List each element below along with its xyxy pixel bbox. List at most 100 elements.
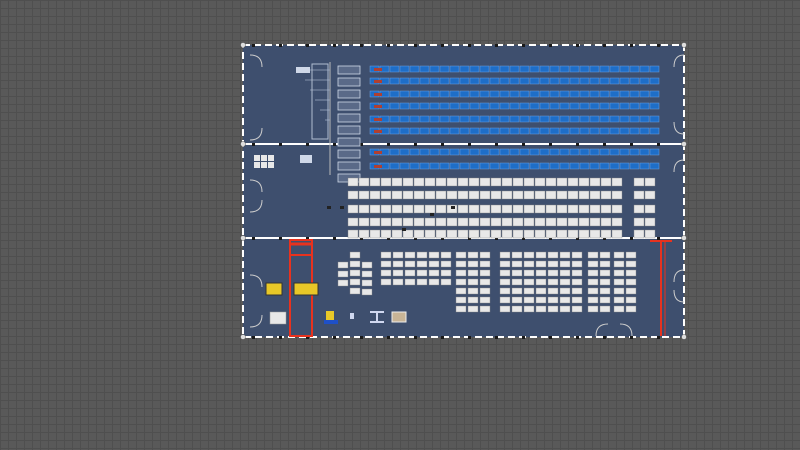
column-icon bbox=[252, 237, 255, 240]
storage-shelf-icon bbox=[479, 296, 491, 304]
selection-handle-icon[interactable] bbox=[240, 141, 246, 147]
rack-icon bbox=[509, 115, 520, 123]
storage-shelf-icon bbox=[446, 217, 458, 227]
column-icon bbox=[327, 206, 331, 209]
column-icon bbox=[306, 44, 309, 47]
storage-shelf-icon bbox=[391, 229, 403, 239]
storage-shelf-icon bbox=[625, 278, 637, 286]
storage-shelf-icon bbox=[369, 190, 381, 200]
selection-handle-icon[interactable] bbox=[240, 235, 246, 241]
storage-shelf-icon bbox=[361, 288, 373, 296]
rack-icon bbox=[509, 127, 520, 135]
storage-shelf-icon bbox=[413, 229, 425, 239]
selection-handle-icon[interactable] bbox=[240, 42, 246, 48]
storage-shelf-icon bbox=[571, 278, 583, 286]
storage-shelf-icon bbox=[413, 177, 425, 187]
rack-icon bbox=[629, 90, 640, 98]
selection-handle-icon[interactable] bbox=[681, 42, 687, 48]
column-icon bbox=[414, 143, 417, 146]
selection-handle-icon[interactable] bbox=[681, 235, 687, 241]
rack-icon bbox=[539, 102, 550, 110]
rack-icon bbox=[409, 77, 420, 85]
storage-shelf-icon bbox=[534, 229, 546, 239]
storage-shelf-icon bbox=[559, 251, 571, 259]
storage-shelf-icon bbox=[613, 251, 625, 259]
column-icon bbox=[657, 44, 660, 47]
storage-shelf-icon bbox=[512, 229, 524, 239]
storage-shelf-icon bbox=[578, 190, 590, 200]
selection-handle-icon[interactable] bbox=[240, 334, 246, 340]
storage-shelf-icon bbox=[599, 278, 611, 286]
storage-shelf-icon bbox=[479, 217, 491, 227]
storage-shelf-icon bbox=[428, 269, 440, 277]
rack-icon bbox=[559, 90, 570, 98]
rack-icon bbox=[399, 162, 410, 170]
selection-handle-icon[interactable] bbox=[681, 334, 687, 340]
storage-shelf-icon bbox=[296, 67, 310, 73]
storage-shelf-icon bbox=[511, 260, 523, 268]
storage-shelf-icon bbox=[511, 296, 523, 304]
storage-shelf-icon bbox=[535, 251, 547, 259]
storage-shelf-icon bbox=[567, 204, 579, 214]
rack-icon bbox=[449, 90, 460, 98]
storage-shelf-icon bbox=[535, 287, 547, 295]
rack-icon bbox=[649, 127, 660, 135]
rack-icon bbox=[499, 148, 510, 156]
rack-icon bbox=[529, 162, 540, 170]
rack-icon bbox=[499, 162, 510, 170]
storage-shelf-icon bbox=[361, 279, 373, 287]
rack-icon bbox=[599, 102, 610, 110]
storage-shelf-icon bbox=[424, 229, 436, 239]
storage-shelf-icon bbox=[545, 229, 557, 239]
selection-handle-icon[interactable] bbox=[681, 141, 687, 147]
rack-icon bbox=[639, 77, 650, 85]
column-icon bbox=[468, 44, 471, 47]
rack-icon bbox=[509, 77, 520, 85]
conveyor-icon bbox=[337, 101, 361, 111]
storage-shelf-icon bbox=[349, 278, 361, 286]
storage-shelf-icon bbox=[587, 296, 599, 304]
rack-icon bbox=[499, 115, 510, 123]
column-icon bbox=[657, 143, 660, 146]
storage-shelf-icon bbox=[468, 229, 480, 239]
storage-shelf-icon bbox=[369, 204, 381, 214]
rack-icon bbox=[619, 162, 630, 170]
storage-shelf-icon bbox=[644, 229, 656, 239]
column-icon bbox=[657, 237, 660, 240]
column-icon bbox=[441, 237, 444, 240]
column-icon bbox=[414, 237, 417, 240]
rack-icon bbox=[449, 65, 460, 73]
storage-shelf-icon bbox=[347, 229, 359, 239]
storage-shelf-icon bbox=[523, 177, 535, 187]
storage-shelf-icon bbox=[625, 296, 637, 304]
column-icon bbox=[360, 143, 363, 146]
conveyor-icon bbox=[311, 63, 329, 140]
storage-shelf-icon bbox=[611, 229, 623, 239]
storage-shelf-icon bbox=[534, 177, 546, 187]
storage-shelf-icon bbox=[269, 311, 287, 325]
rack-icon bbox=[399, 102, 410, 110]
rack-icon bbox=[459, 127, 470, 135]
conveyor-icon bbox=[337, 113, 361, 123]
column-icon bbox=[522, 237, 525, 240]
rack-icon bbox=[429, 148, 440, 156]
pallet-icon bbox=[374, 93, 382, 96]
rack-icon bbox=[449, 127, 460, 135]
storage-shelf-icon bbox=[578, 177, 590, 187]
storage-shelf-icon bbox=[424, 177, 436, 187]
column-icon bbox=[468, 237, 471, 240]
storage-shelf-icon bbox=[589, 229, 601, 239]
storage-shelf-icon bbox=[361, 261, 373, 269]
rack-icon bbox=[439, 162, 450, 170]
rack-icon bbox=[609, 127, 620, 135]
storage-shelf-icon bbox=[479, 287, 491, 295]
rack-icon bbox=[539, 162, 550, 170]
column-icon bbox=[402, 228, 406, 231]
storage-shelf-icon bbox=[479, 251, 491, 259]
storage-shelf-icon bbox=[499, 260, 511, 268]
storage-shelf-icon bbox=[613, 269, 625, 277]
rack-icon bbox=[389, 77, 400, 85]
storage-shelf-icon bbox=[358, 217, 370, 227]
storage-shelf-icon bbox=[457, 177, 469, 187]
